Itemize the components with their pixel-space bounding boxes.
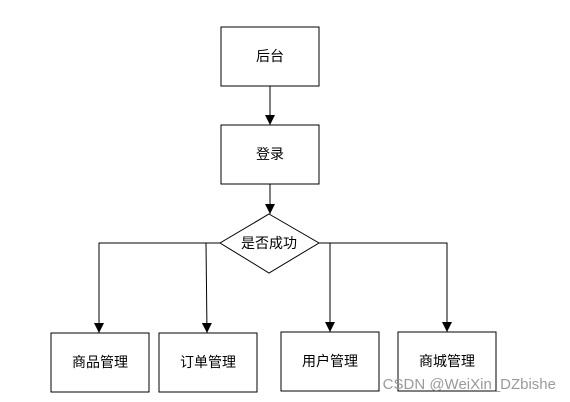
admin-node <box>220 26 320 87</box>
branch-to-mall <box>330 242 452 332</box>
order-node-label: 订单管理 <box>180 355 236 371</box>
decision-node-label: 是否成功 <box>241 236 297 252</box>
login-node <box>220 124 320 185</box>
product-node <box>50 332 150 393</box>
mall-node-label: 商城管理 <box>419 354 475 370</box>
branch-to-order <box>201 242 212 334</box>
branch-to-user <box>319 242 335 332</box>
branch-to-product <box>94 242 220 333</box>
product-node-label: 商品管理 <box>72 355 128 371</box>
user-node <box>280 331 380 392</box>
login-node-label: 登录 <box>256 147 284 163</box>
mall-node <box>397 331 497 392</box>
decision-node <box>219 213 320 274</box>
watermark-text: CSDN @WeiXin_DZbishe <box>383 376 556 393</box>
admin-node-label: 后台 <box>256 49 284 65</box>
user-node-label: 用户管理 <box>302 353 358 370</box>
order-node <box>158 332 258 393</box>
